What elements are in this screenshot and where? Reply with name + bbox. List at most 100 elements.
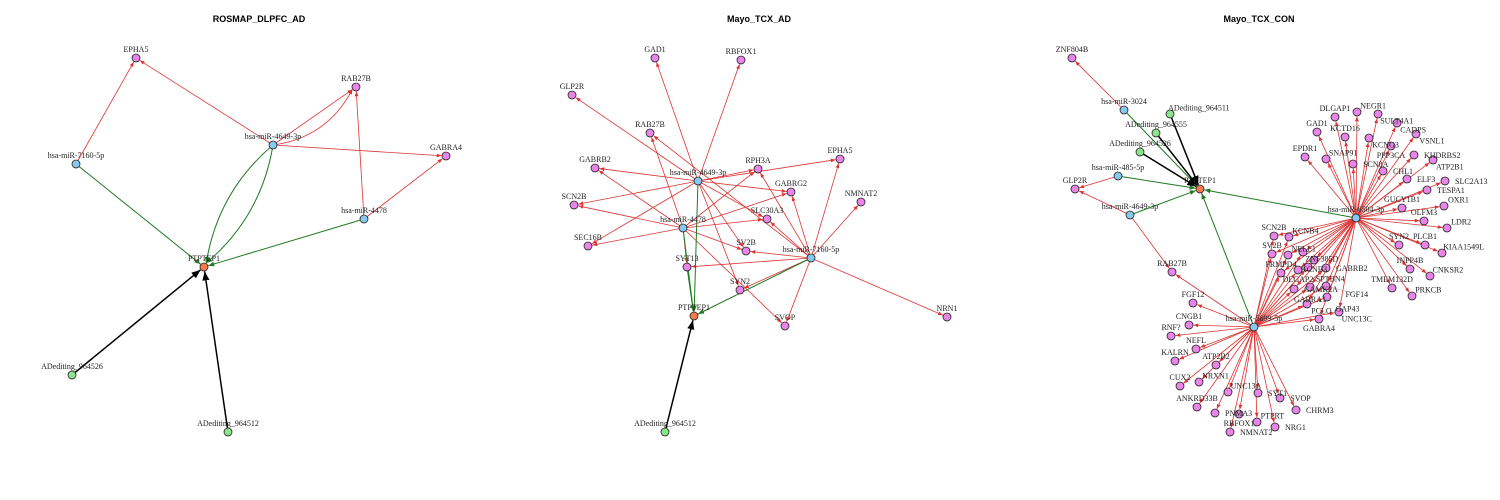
node-hsa-mir-4478[interactable] <box>678 223 688 233</box>
node-cngb1[interactable] <box>1184 320 1194 330</box>
node-adediting-964526[interactable] <box>1135 147 1145 157</box>
node-oxr1[interactable] <box>1439 201 1449 211</box>
node-hsa-mir-4649-3p[interactable] <box>268 140 278 150</box>
node-unc13c[interactable] <box>1334 307 1344 317</box>
node-elf3[interactable] <box>1402 174 1412 184</box>
node-adediting-964526[interactable] <box>67 370 77 380</box>
node-svop[interactable] <box>1275 393 1285 403</box>
node-znf804b[interactable] <box>1067 53 1077 63</box>
node-sv2b[interactable] <box>741 246 751 256</box>
node-snap91[interactable] <box>1321 154 1331 164</box>
node-gap43[interactable] <box>1322 292 1332 302</box>
node-sv2b[interactable] <box>1267 249 1277 259</box>
node-kcnb4[interactable] <box>1284 232 1294 242</box>
node-hsa-mir-4649-3p[interactable] <box>693 176 703 186</box>
node-camk2a[interactable] <box>1289 284 1299 294</box>
node-dlgap1[interactable] <box>1330 112 1340 122</box>
node-hsa-mir-485-5p[interactable] <box>1113 171 1123 181</box>
node-cnksr2[interactable] <box>1425 271 1435 281</box>
node-hsa-mir-5699-5p[interactable] <box>1249 322 1259 332</box>
node-ldr2[interactable] <box>1442 223 1452 233</box>
node-nefl[interactable] <box>1191 344 1201 354</box>
node-syn2[interactable] <box>735 285 745 295</box>
node-epha5[interactable] <box>835 154 845 164</box>
node-kalrn[interactable] <box>1170 356 1180 366</box>
node-kcng3[interactable] <box>1364 133 1374 143</box>
node-adediting-964512[interactable] <box>660 427 670 437</box>
node-rab27b[interactable] <box>351 82 361 92</box>
node-sptbn4[interactable] <box>1303 262 1313 272</box>
node-fgf14[interactable] <box>1321 281 1331 291</box>
node-syt1[interactable] <box>1253 388 1263 398</box>
node-rab27b[interactable] <box>645 128 655 138</box>
node-epdr1[interactable] <box>1300 152 1310 162</box>
node-hsa-mir-4649-3p[interactable] <box>1125 210 1135 220</box>
node-gabrb2[interactable] <box>590 163 600 173</box>
node-kctd16[interactable] <box>1340 132 1350 142</box>
node-unc13a[interactable] <box>1223 387 1233 397</box>
node-gad1[interactable] <box>650 53 660 63</box>
node-rnf[interactable] <box>1166 331 1176 341</box>
node-vsnl1[interactable] <box>1411 129 1421 139</box>
node-khdrbs2[interactable] <box>1409 150 1419 160</box>
node-atp2b1[interactable] <box>1428 155 1438 165</box>
node-chl1[interactable] <box>1378 166 1388 176</box>
node-gucy1b1[interactable] <box>1397 203 1407 213</box>
node-slc2a13[interactable] <box>1440 176 1450 186</box>
node-syt13[interactable] <box>682 262 692 272</box>
node-olfm3[interactable] <box>1419 216 1429 226</box>
node-gabrb2[interactable] <box>1321 263 1331 273</box>
node-rbfox1[interactable] <box>736 55 746 65</box>
node-scn8a[interactable] <box>1348 159 1358 169</box>
node-gabra1[interactable] <box>1305 282 1315 292</box>
node-hsa-mir-3024[interactable] <box>1119 105 1129 115</box>
node-cux2[interactable] <box>1175 381 1185 391</box>
node-plcb1[interactable] <box>1420 240 1430 250</box>
node-pclo[interactable] <box>1302 299 1312 309</box>
node-cadps[interactable] <box>1392 118 1402 128</box>
node-scn2b[interactable] <box>569 200 579 210</box>
node-dlgap2[interactable] <box>1293 265 1303 275</box>
node-ptptep1[interactable] <box>199 262 209 272</box>
node-adediting-964511[interactable] <box>1165 109 1175 119</box>
node-slc30a3[interactable] <box>762 214 772 224</box>
node-chrm3[interactable] <box>1291 405 1301 415</box>
node-ankrd33b[interactable] <box>1192 402 1202 412</box>
node-gabrg2[interactable] <box>786 187 796 197</box>
node-kiaa1549l[interactable] <box>1437 248 1447 258</box>
node-scn2b[interactable] <box>1269 231 1279 241</box>
node-ptptep1[interactable] <box>689 311 699 321</box>
node-nrxn1[interactable] <box>1194 377 1204 387</box>
node-nell1[interactable] <box>1283 250 1293 260</box>
node-nrg1[interactable] <box>1270 422 1280 432</box>
node-gad1[interactable] <box>1312 127 1322 137</box>
node-epha5[interactable] <box>131 53 141 63</box>
node-hsa-mir-6504-3p[interactable] <box>1351 213 1361 223</box>
node-sec16b[interactable] <box>583 241 593 251</box>
node-pnma3[interactable] <box>1210 408 1220 418</box>
node-glp2r[interactable] <box>567 90 577 100</box>
node-znf385d[interactable] <box>1298 247 1308 257</box>
node-fgf12[interactable] <box>1188 298 1198 308</box>
node-rph3a[interactable] <box>753 164 763 174</box>
node-ppp3ca[interactable] <box>1386 141 1396 151</box>
node-gabra4[interactable] <box>441 151 451 161</box>
node-atp2b2[interactable] <box>1211 360 1221 370</box>
node-sult4a1[interactable] <box>1373 109 1383 119</box>
node-adediting-964512[interactable] <box>223 427 233 437</box>
node-svop[interactable] <box>780 321 790 331</box>
node-nmnat2[interactable] <box>856 197 866 207</box>
node-adediting-964555[interactable] <box>1151 128 1161 138</box>
node-inpp4b[interactable] <box>1405 264 1415 274</box>
node-kcnb3[interactable] <box>1309 255 1319 265</box>
node-hsa-mir-7160-5p[interactable] <box>71 159 81 169</box>
node-nrn1[interactable] <box>942 312 952 322</box>
node-ptprt[interactable] <box>1252 417 1262 427</box>
node-rab27b[interactable] <box>1167 267 1177 277</box>
node-negr1[interactable] <box>1352 107 1362 117</box>
node-rbfox1[interactable] <box>1234 409 1244 419</box>
node-glp2r[interactable] <box>1070 184 1080 194</box>
node-tmem132d[interactable] <box>1387 283 1397 293</box>
node-syn2[interactable] <box>1394 240 1404 250</box>
node-hsa-mir-4478[interactable] <box>359 214 369 224</box>
